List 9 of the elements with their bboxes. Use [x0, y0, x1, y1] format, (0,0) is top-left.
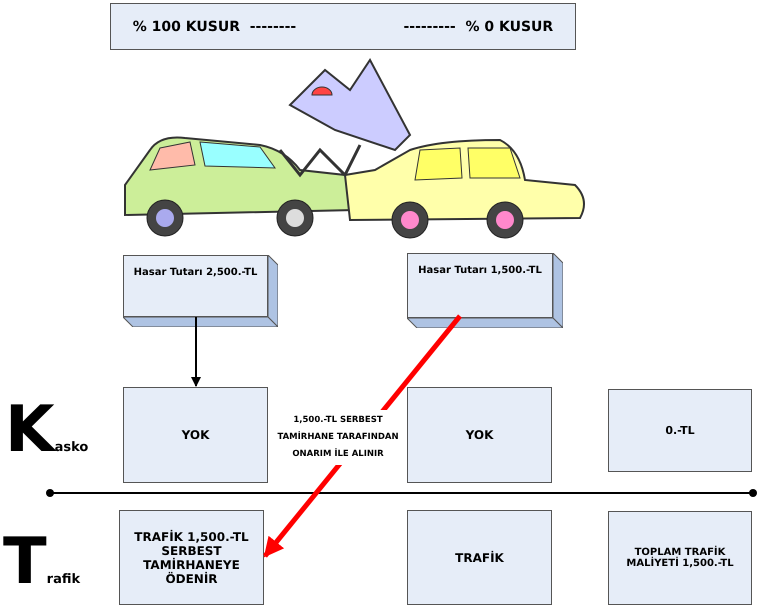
row-label: Kasko: [5, 398, 88, 462]
row-label: Trafik: [3, 530, 80, 594]
result-box: YOK: [123, 387, 268, 483]
result-box: TRAFİK 1,500.-TL SERBEST TAMİRHANEYE ÖDENİR: [119, 510, 264, 605]
result-box: TRAFİK: [407, 510, 552, 605]
result-box: YOK: [407, 387, 552, 483]
result-box: 0.-TL: [608, 389, 752, 472]
result-box: TOPLAM TRAFİK MALİYETİ 1,500.-TL: [608, 511, 752, 605]
heading-box: % 100 KUSUR -------- --------- % 0 KUSUR: [110, 3, 576, 50]
